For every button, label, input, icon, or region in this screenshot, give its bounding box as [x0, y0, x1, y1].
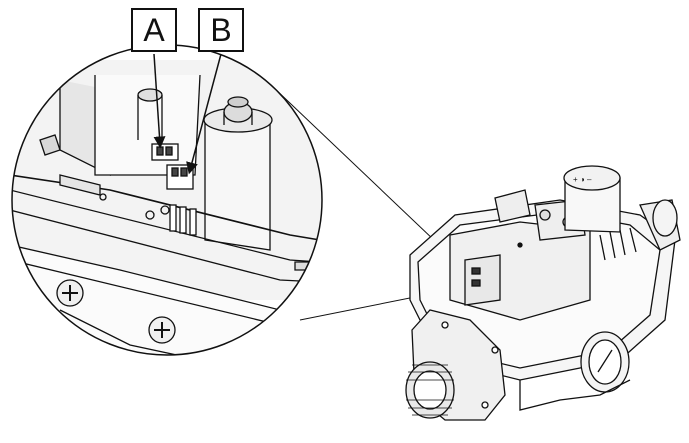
callout-arrow-a: [153, 53, 166, 149]
callout-label-a: A: [131, 8, 177, 52]
callout-arrows: [153, 53, 222, 175]
pressure-switch-body: + ◑ –: [405, 165, 681, 421]
callout-arrow-b: [186, 53, 222, 175]
callout-label-b: B: [198, 8, 244, 52]
callout-a-text: A: [143, 12, 165, 48]
detail-zoom-circle: [11, 44, 323, 356]
callout-b-text: B: [210, 12, 232, 48]
svg-text:+ ◑ –: + ◑ –: [573, 175, 592, 184]
